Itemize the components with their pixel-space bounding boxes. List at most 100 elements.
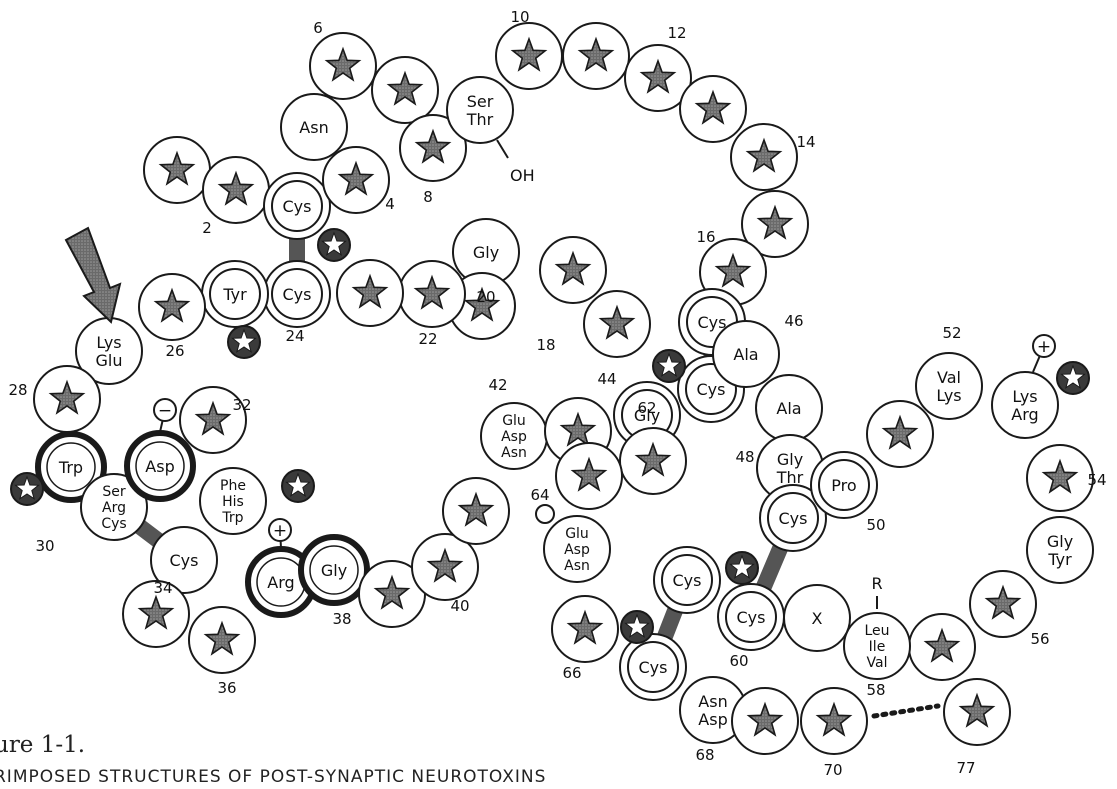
residue-label: Cys [737, 608, 766, 627]
residue-r31: Asp [124, 430, 196, 502]
residue-r57 [908, 613, 976, 681]
star-icon [958, 692, 996, 728]
star-icon [694, 89, 732, 125]
residue-r32 [179, 386, 247, 454]
residue-number: 62 [637, 399, 656, 417]
residue-number: 58 [866, 681, 885, 699]
residue-r28 [33, 365, 101, 433]
residue-label: Leu [864, 623, 889, 639]
residue-number: 77 [956, 759, 975, 777]
annotations: −++ [10, 226, 1090, 719]
star-icon [48, 379, 86, 415]
star-icon [984, 584, 1022, 620]
charge-marker: + [268, 518, 292, 542]
residue-label: Glu [96, 351, 123, 370]
residue-number: 42 [488, 376, 507, 394]
residue-label: Asn [501, 445, 527, 461]
svg-text:+: + [273, 521, 287, 541]
residue-number: 40 [450, 597, 469, 615]
residue-r56 [969, 570, 1037, 638]
residue-label: Lys [1012, 387, 1037, 406]
residue-r19 [539, 236, 607, 304]
residue-label: Ser [102, 484, 126, 500]
star-icon [1041, 458, 1079, 494]
residue-r50: Pro [810, 451, 878, 519]
residue-r1 [143, 136, 211, 204]
residue-label: Cys [673, 571, 702, 590]
residue-r29: Trp [35, 431, 107, 503]
hydroxyl-label: OH [510, 166, 535, 185]
star-icon [386, 70, 424, 106]
star-icon [194, 400, 232, 436]
residue-number: 32 [232, 396, 251, 414]
residue-number: 8 [423, 188, 433, 206]
residue-number: 26 [165, 342, 184, 360]
residue-label: Glu [565, 526, 589, 542]
residue-label: Cys [283, 285, 312, 304]
residue-label: Cys [101, 516, 126, 532]
residue-label: Gly [321, 561, 347, 580]
residue-label: Ala [733, 345, 758, 364]
star-icon [510, 36, 548, 72]
residue-number: 20 [476, 288, 495, 306]
residue-label: Lys [936, 386, 961, 405]
star-icon [745, 137, 783, 173]
residue-label: Asp [145, 457, 174, 476]
residue-r22 [398, 260, 466, 328]
residue-r20: Gly [452, 218, 520, 286]
residue-r47: Ala [755, 374, 823, 442]
residue-number: 22 [418, 330, 437, 348]
star-icon [714, 252, 752, 288]
star-icon [756, 204, 794, 240]
residue-label: Glu [502, 413, 526, 429]
figure-label: ure 1-1. [0, 732, 86, 758]
residue-label: Asp [501, 429, 527, 445]
star-icon [217, 170, 255, 206]
residue-r69 [800, 687, 868, 755]
charge-marker: − [153, 398, 177, 422]
residue-number: 68 [695, 746, 714, 764]
residue-number: 60 [729, 652, 748, 670]
residue-number: 70 [823, 761, 842, 779]
residue-r4 [322, 146, 390, 214]
residue-label: Arg [1011, 405, 1038, 424]
residue-number: 28 [8, 381, 27, 399]
residue-label: Cys [170, 551, 199, 570]
residue-number: 34 [153, 579, 172, 597]
star-icon [746, 701, 784, 737]
residue-label: Cys [639, 658, 668, 677]
open-marker [535, 504, 555, 524]
residue-r46: Ala [712, 320, 780, 388]
star-icon [598, 304, 636, 340]
residue-number: 64 [530, 486, 549, 504]
residue-label: Thr [466, 110, 494, 129]
residue-label: Gly [1047, 532, 1073, 551]
residue-r54 [1026, 444, 1094, 512]
residue-label: Gly [473, 243, 499, 262]
residue-r3: Cys [263, 172, 331, 240]
residue-label: Ser [467, 92, 494, 111]
star-icon [554, 250, 592, 286]
residue-label: Asp [564, 542, 590, 558]
residue-r6 [309, 32, 377, 100]
residue-label: Trp [58, 458, 83, 477]
star-icon [634, 441, 672, 477]
marked-star-icon [620, 610, 654, 644]
residue-number: 48 [735, 448, 754, 466]
svg-text:−: − [158, 401, 172, 421]
residue-label: Asn [299, 118, 328, 137]
residue-number: 56 [1030, 630, 1049, 648]
residue-r14 [730, 123, 798, 191]
residue-number: 2 [202, 219, 212, 237]
residue-label: Tyr [1047, 550, 1072, 569]
residue-r24: Cys [263, 260, 331, 328]
star-icon [457, 491, 495, 527]
residue-r35 [122, 580, 190, 648]
residue-label: Asn [564, 558, 590, 574]
